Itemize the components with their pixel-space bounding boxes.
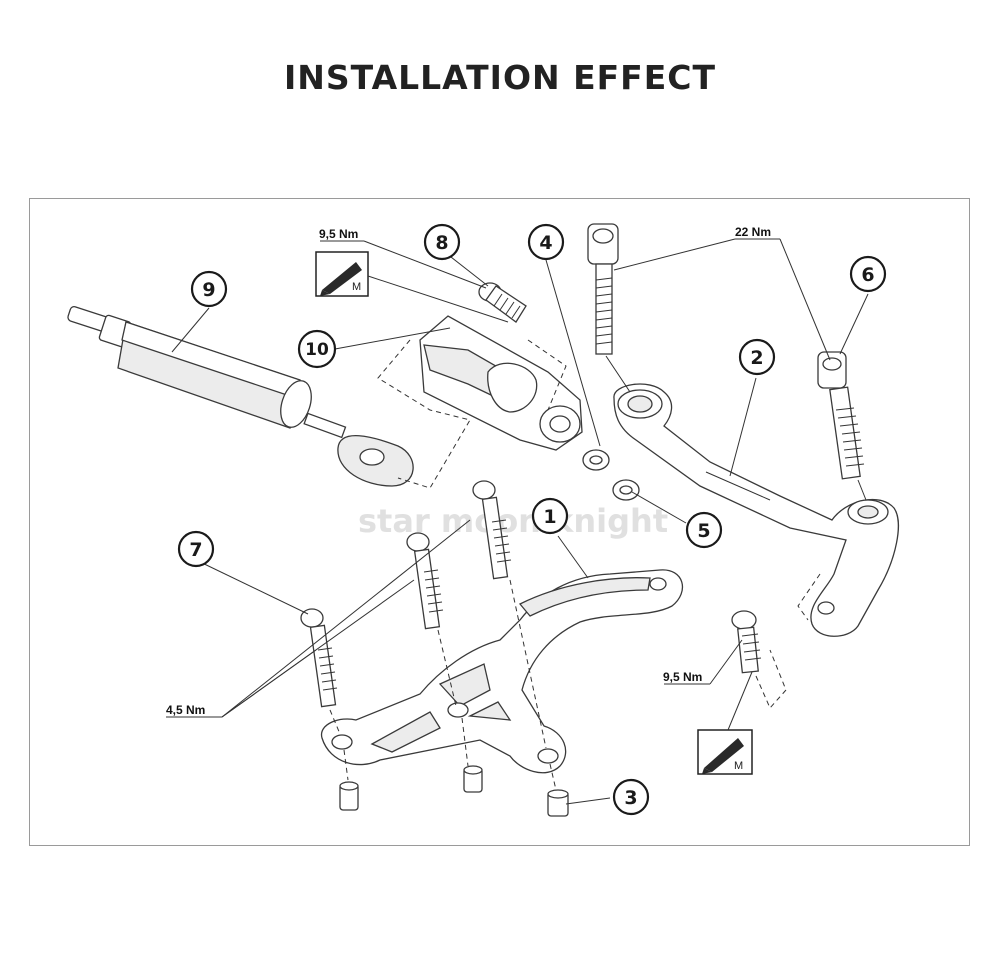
damper-clamp — [377, 315, 583, 489]
steering-damper — [67, 305, 414, 487]
callout-1: 1 — [531, 497, 569, 535]
torque-label-bottom-left: 4,5 Nm — [166, 703, 205, 717]
threadlock-letter-bottom: M — [734, 760, 743, 772]
mount-bolt-left — [300, 608, 338, 708]
threadlock-icon-top: M — [315, 251, 369, 297]
threadlock-letter-top: M — [352, 281, 361, 293]
callout-8-label: 8 — [435, 232, 448, 254]
torque-label-top-right: 22 Nm — [735, 225, 771, 239]
small-bolt-bottom-right — [731, 610, 787, 709]
long-bolt-22nm — [587, 223, 631, 393]
washer-4 — [582, 449, 610, 471]
mount-bolt-right — [472, 480, 512, 580]
washer-5 — [612, 479, 640, 501]
watermark: star moon knight — [358, 502, 668, 540]
callout-9: 9 — [190, 270, 228, 308]
callout-10: 10 — [297, 329, 337, 369]
bolt-6 — [817, 351, 867, 501]
torque-label-top-left: 9,5 Nm — [319, 227, 358, 241]
callout-10-label: 10 — [305, 340, 329, 360]
callout-1-label: 1 — [543, 506, 556, 528]
spacer-left — [339, 781, 359, 811]
callout-5: 5 — [685, 511, 723, 549]
callout-6: 6 — [849, 255, 887, 293]
lower-mount-plate — [321, 535, 683, 774]
spacer-middle — [463, 765, 483, 793]
callout-9-label: 9 — [202, 279, 215, 301]
page-title: INSTALLATION EFFECT — [283, 58, 717, 97]
mount-bolt-middle — [406, 532, 444, 630]
callout-7-label: 7 — [189, 539, 202, 561]
torque-labels: 9,5 Nm 22 Nm 4,5 Nm 9,5 Nm — [166, 225, 771, 717]
callout-3-label: 3 — [624, 787, 637, 809]
callout-6-label: 6 — [861, 264, 874, 286]
threadlock-icon-bottom: M — [697, 729, 753, 775]
diagram-frame — [29, 198, 970, 846]
clamp-bolt — [478, 282, 527, 323]
callout-4: 4 — [527, 223, 565, 261]
damper-arm-bracket — [613, 383, 900, 637]
leader-lines — [166, 238, 869, 805]
callout-8: 8 — [423, 223, 461, 261]
spacer-right — [547, 789, 569, 817]
callout-4-label: 4 — [539, 232, 552, 254]
torque-label-bottom-right: 9,5 Nm — [663, 670, 702, 684]
callout-2-label: 2 — [750, 347, 763, 369]
callout-2: 2 — [738, 338, 776, 376]
callout-7: 7 — [177, 530, 215, 568]
callout-5-label: 5 — [697, 520, 710, 542]
callout-3: 3 — [612, 778, 650, 816]
